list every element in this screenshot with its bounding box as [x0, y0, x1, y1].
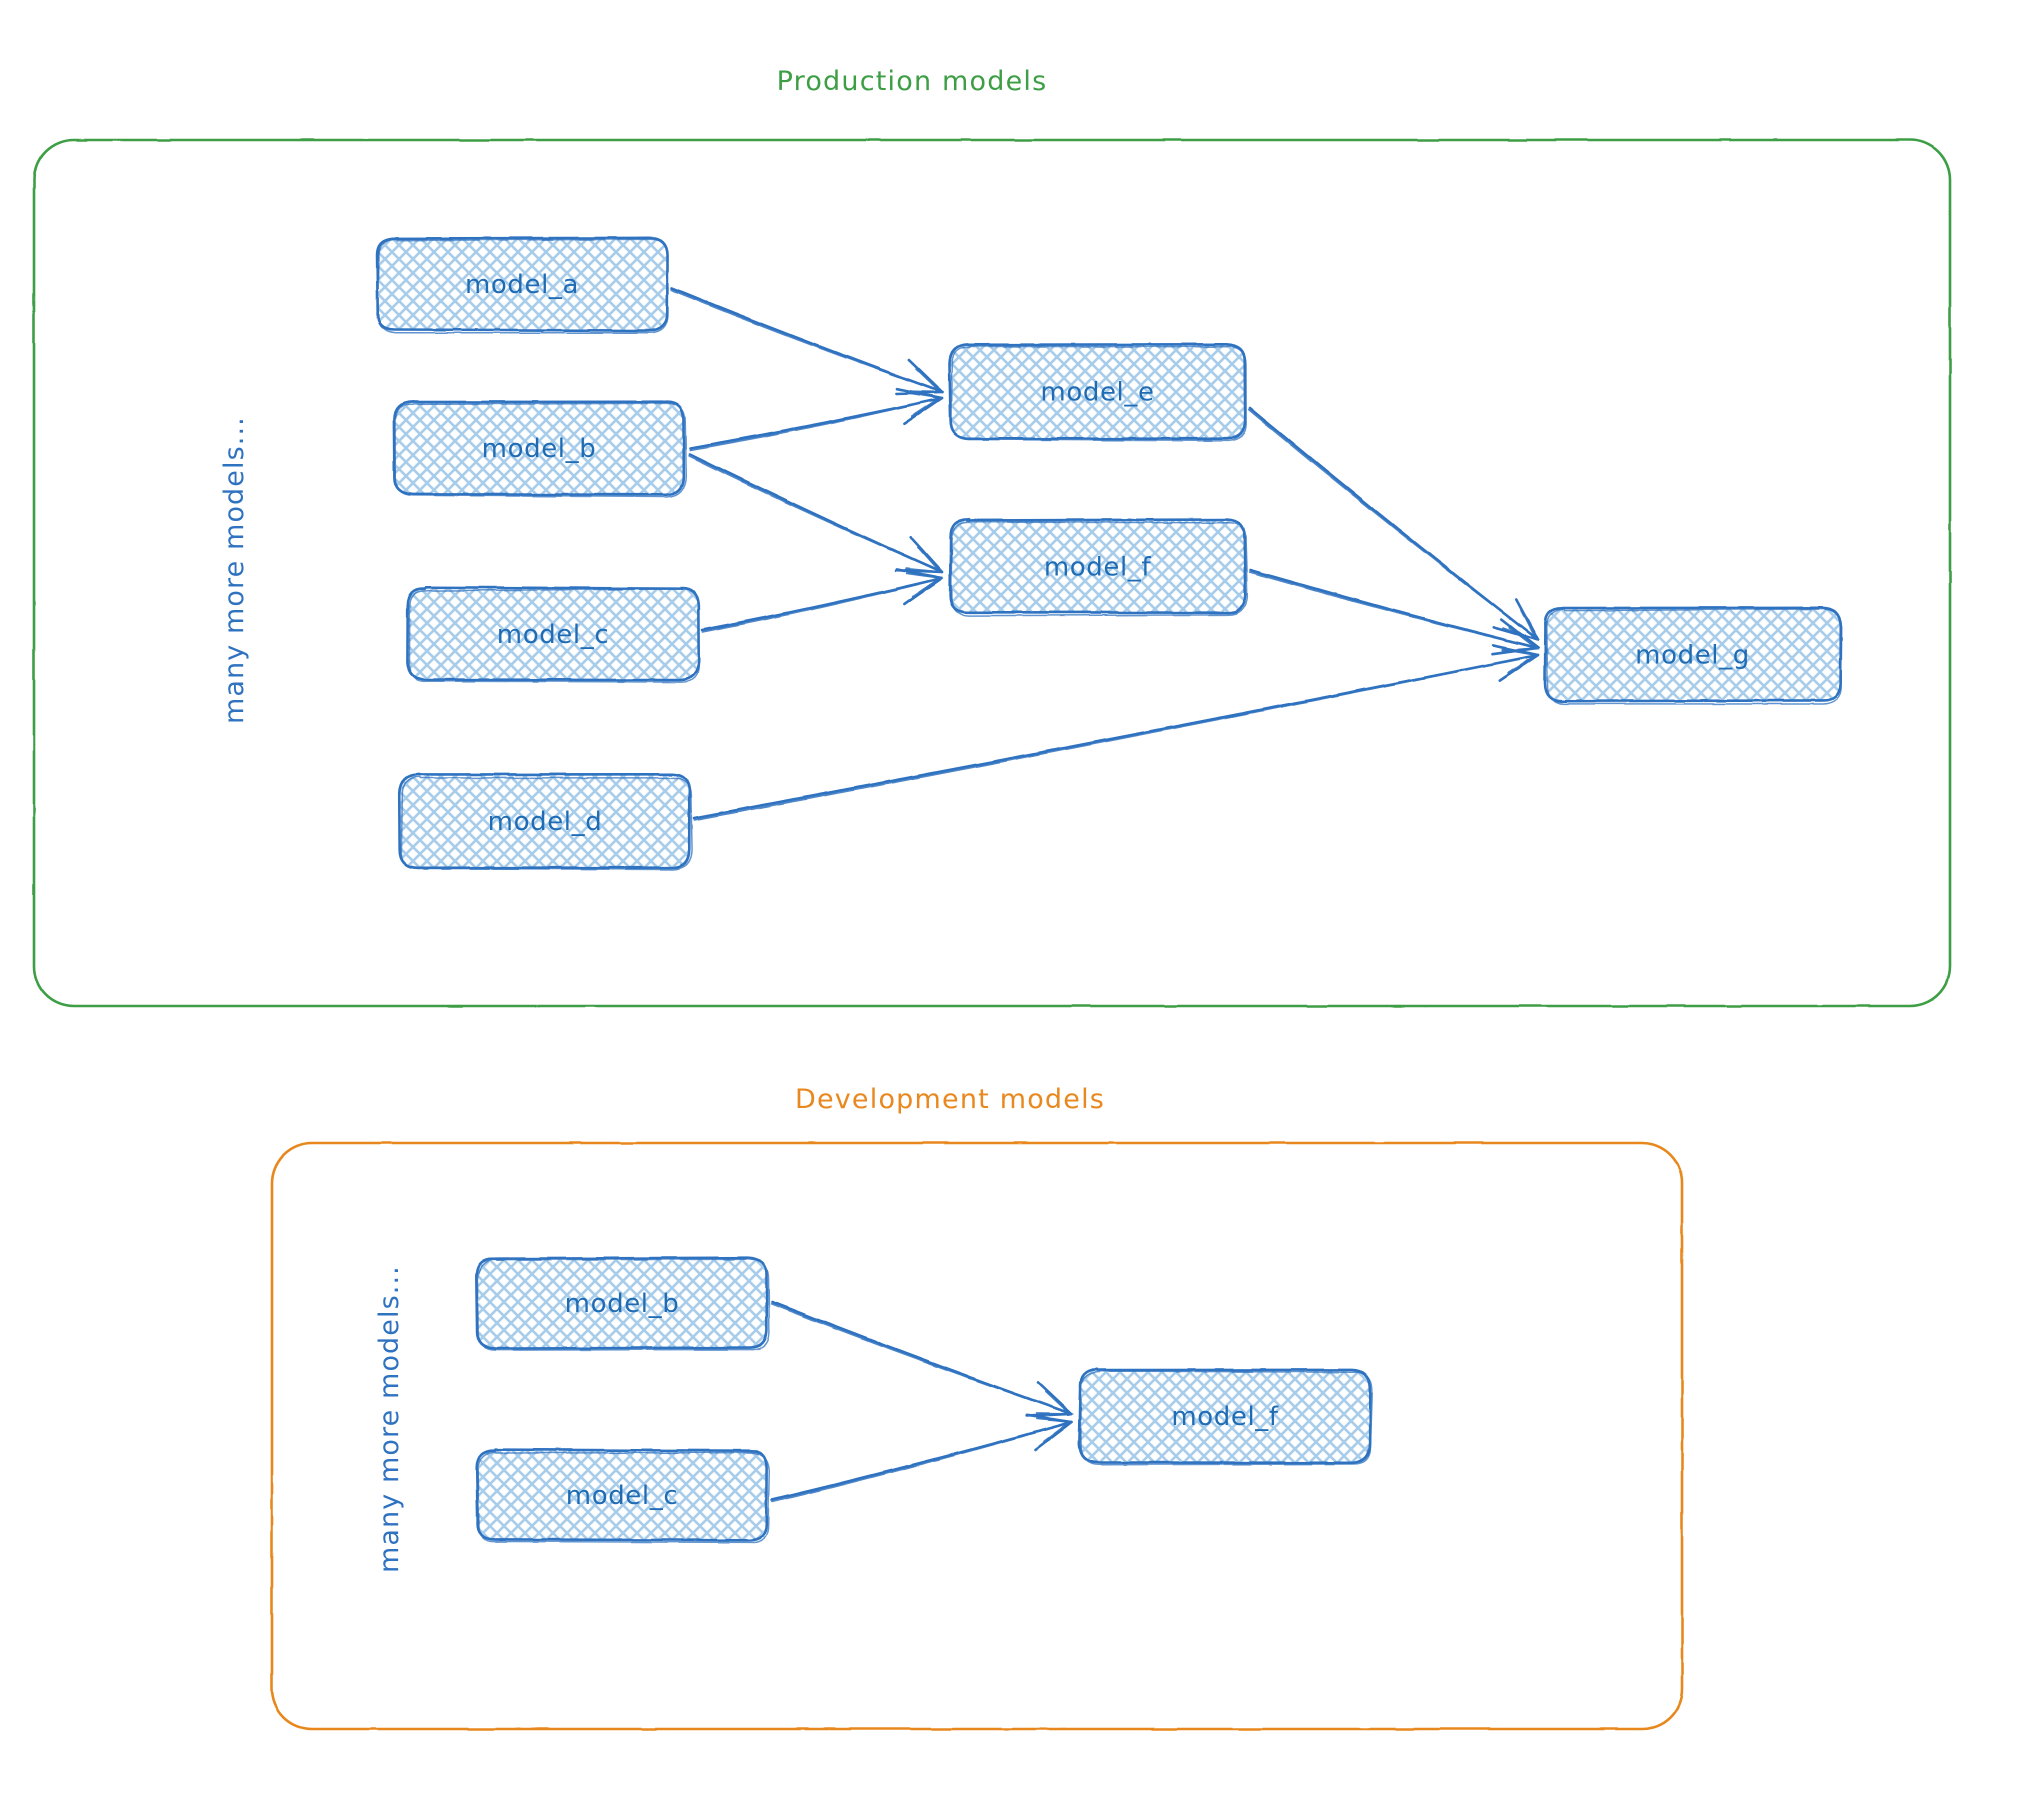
- edge-prod_model_c-to-prod_model_f: [702, 569, 942, 631]
- edge-prod_model_e-to-prod_model_g: [1249, 408, 1538, 640]
- edge-line-a: [772, 1422, 1072, 1500]
- edge-dev_model_b-to-dev_model_f: [771, 1302, 1072, 1416]
- node-dev_model_c[interactable]: model_c: [477, 1450, 770, 1543]
- node-label-dev_model_f: model_f: [1171, 1402, 1279, 1432]
- node-dev_model_b[interactable]: model_b: [476, 1258, 769, 1350]
- group-development: Development models many more models... mod…: [272, 1084, 1682, 1729]
- node-prod_model_f[interactable]: model_f: [950, 519, 1247, 615]
- node-label-dev_model_b: model_b: [565, 1289, 680, 1319]
- group-title-development: Development models: [795, 1084, 1105, 1115]
- side-label-many-more-models-production: many more models...: [219, 416, 250, 724]
- edge-line-a: [1250, 408, 1538, 640]
- node-dev_model_f[interactable]: model_f: [1079, 1369, 1372, 1465]
- edge-prod_model_d-to-prod_model_g: [694, 645, 1538, 820]
- edge-prod_model_a-to-prod_model_e: [671, 288, 942, 393]
- node-prod_model_d[interactable]: model_d: [399, 774, 692, 869]
- edge-line-a: [1250, 570, 1538, 648]
- edge-line-a: [772, 1302, 1072, 1414]
- node-prod_model_b[interactable]: model_b: [394, 402, 686, 497]
- node-label-prod_model_e: model_e: [1040, 378, 1154, 408]
- group-container-development: [272, 1143, 1682, 1729]
- edge-prod_model_f-to-prod_model_g: [1249, 570, 1538, 654]
- node-label-prod_model_a: model_a: [465, 270, 579, 300]
- node-label-prod_model_g: model_g: [1635, 641, 1750, 671]
- side-label-many-more-models-development: many more models...: [374, 1265, 405, 1573]
- node-prod_model_a[interactable]: model_a: [377, 238, 668, 333]
- node-prod_model_g[interactable]: model_g: [1545, 608, 1842, 704]
- edge-dev_model_c-to-dev_model_f: [772, 1415, 1072, 1502]
- node-label-prod_model_c: model_c: [497, 620, 609, 650]
- node-prod_model_c[interactable]: model_c: [407, 587, 698, 682]
- edge-line-a: [694, 655, 1538, 818]
- node-label-prod_model_b: model_b: [482, 434, 597, 464]
- edge-line-a: [690, 454, 942, 572]
- node-label-dev_model_c: model_c: [566, 1481, 678, 1511]
- node-prod_model_e[interactable]: model_e: [949, 344, 1246, 441]
- edge-line-a: [672, 288, 942, 392]
- group-title-production: Production models: [777, 66, 1048, 97]
- node-label-prod_model_f: model_f: [1044, 553, 1152, 583]
- edge-prod_model_b-to-prod_model_e: [690, 389, 942, 450]
- edge-prod_model_b-to-prod_model_f: [689, 454, 942, 572]
- node-label-prod_model_d: model_d: [488, 807, 603, 837]
- group-production: Production models many more models... mode…: [34, 66, 1950, 1006]
